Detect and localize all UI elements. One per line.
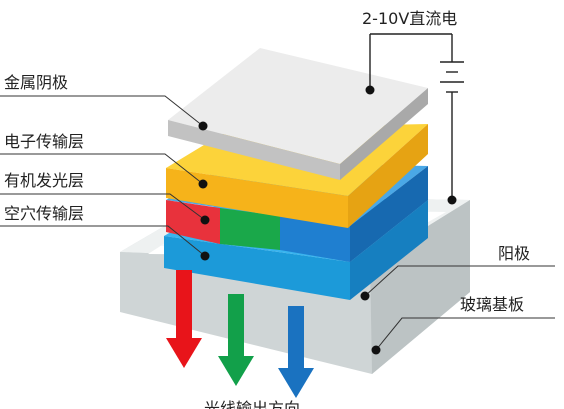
eml-label: 有机发光层: [4, 171, 84, 190]
htl-label: 空穴传输层: [4, 204, 84, 223]
green-arrow: [218, 294, 254, 386]
light-output-arrows: [166, 270, 314, 398]
leader-lines: [0, 95, 555, 351]
cathode-contact-dot: [365, 85, 375, 95]
anode-label: 阳极: [498, 244, 530, 263]
blue-arrow: [278, 306, 314, 398]
anode-contact-dot: [447, 195, 457, 205]
leader-dots: [198, 121, 381, 355]
cathode-label: 金属阴极: [4, 73, 68, 92]
red-arrow: [166, 270, 202, 368]
glass-label: 玻璃基板: [460, 295, 524, 314]
emission-label: 光线输出方向: [204, 399, 300, 409]
power-source: [369, 33, 464, 200]
etl-label: 电子传输层: [4, 132, 84, 151]
power-label: 2-10V直流电: [362, 9, 457, 28]
metal-cathode: [168, 48, 428, 180]
